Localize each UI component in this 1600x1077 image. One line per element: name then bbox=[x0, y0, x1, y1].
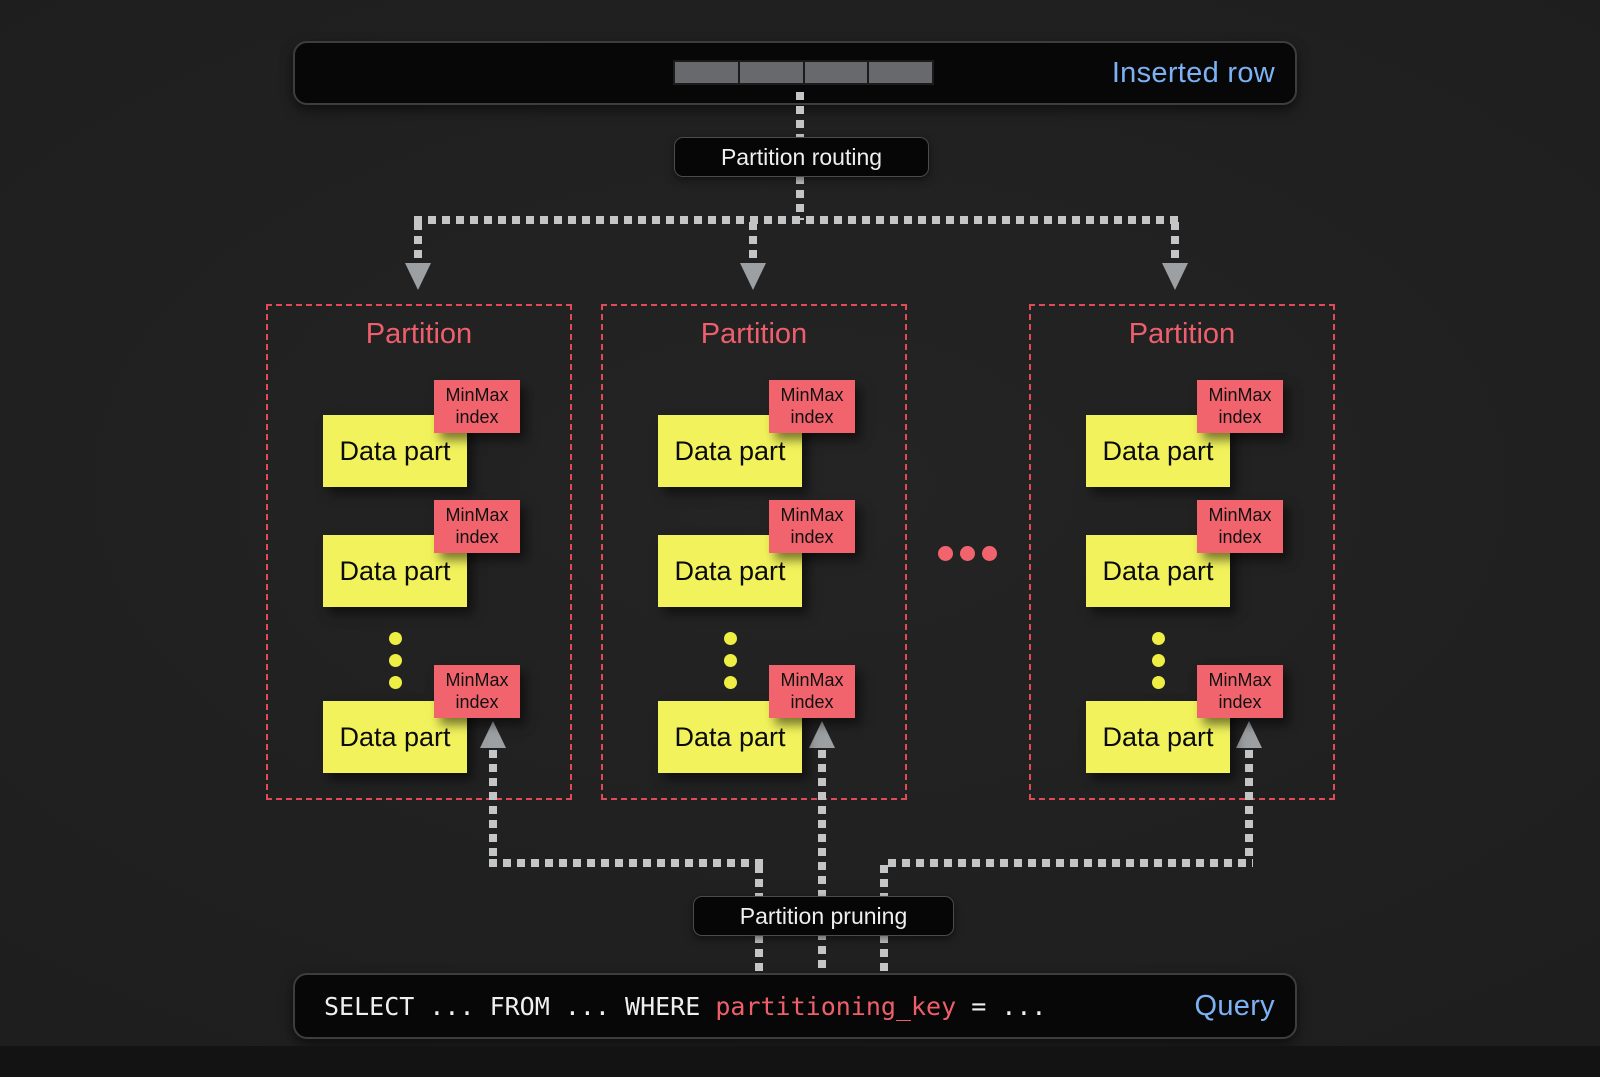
query-label: Query bbox=[1194, 989, 1275, 1022]
minmax-index-tag: MinMax index bbox=[1197, 665, 1283, 718]
partitions-ellipsis-dot bbox=[982, 546, 997, 561]
arrow-down-icon bbox=[740, 263, 766, 290]
ellipsis-dot bbox=[389, 654, 402, 667]
ellipsis-dot bbox=[389, 676, 402, 689]
partition-title: Partition bbox=[365, 318, 473, 350]
partition-box-3: Partition MinMax index Data part MinMax … bbox=[1029, 304, 1335, 800]
minmax-index-tag: MinMax index bbox=[769, 500, 855, 553]
pruning-line-right-horizontal bbox=[888, 859, 1253, 867]
partition-box-1: Partition MinMax index Data part MinMax … bbox=[266, 304, 572, 800]
branch-line bbox=[414, 216, 1180, 224]
row-cell bbox=[737, 60, 805, 85]
arrow-down-icon bbox=[405, 263, 431, 290]
ellipsis-dot bbox=[1152, 632, 1165, 645]
branch-stub-left bbox=[414, 222, 422, 264]
branch-stub-right bbox=[1171, 222, 1179, 264]
partition-routing-label: Partition routing bbox=[674, 137, 929, 177]
partitions-ellipsis-dot bbox=[960, 546, 975, 561]
arrow-up-icon bbox=[809, 721, 835, 748]
ellipsis-dot bbox=[724, 654, 737, 667]
row-cell bbox=[802, 60, 870, 85]
minmax-index-tag: MinMax index bbox=[434, 500, 520, 553]
branch-stub-center bbox=[749, 222, 757, 264]
ellipsis-dot bbox=[389, 632, 402, 645]
inserted-row-cells bbox=[673, 60, 934, 85]
pruning-line-right-up bbox=[1245, 750, 1253, 862]
arrow-up-icon bbox=[1236, 721, 1262, 748]
sql-query-text: SELECT ... FROM ... WHERE partitioning_k… bbox=[324, 992, 1046, 1021]
minmax-index-tag: MinMax index bbox=[1197, 380, 1283, 433]
row-cell bbox=[673, 60, 740, 85]
pruning-line-center bbox=[818, 750, 826, 973]
ellipsis-dot bbox=[1152, 654, 1165, 667]
minmax-index-tag: MinMax index bbox=[1197, 500, 1283, 553]
query-box: SELECT ... FROM ... WHERE partitioning_k… bbox=[293, 973, 1297, 1039]
minmax-index-tag: MinMax index bbox=[434, 665, 520, 718]
arrow-up-icon bbox=[480, 721, 506, 748]
partition-title: Partition bbox=[700, 318, 808, 350]
pruning-line-left-up bbox=[489, 750, 497, 862]
minmax-index-tag: MinMax index bbox=[434, 380, 520, 433]
ellipsis-dot bbox=[724, 676, 737, 689]
partition-box-2: Partition MinMax index Data part MinMax … bbox=[601, 304, 907, 800]
inserted-row-label: Inserted row bbox=[1111, 56, 1275, 89]
partition-pruning-label: Partition pruning bbox=[693, 896, 954, 936]
minmax-index-tag: MinMax index bbox=[769, 665, 855, 718]
sql-suffix: = ... bbox=[956, 991, 1047, 1021]
sql-partitioning-key: partitioning_key bbox=[715, 991, 957, 1021]
bottom-strip bbox=[0, 1046, 1600, 1077]
pruning-line-left-horizontal bbox=[489, 859, 767, 867]
partition-title: Partition bbox=[1128, 318, 1236, 350]
data-part-box: Data part bbox=[323, 701, 467, 773]
row-cell bbox=[867, 60, 934, 85]
inserted-row-box: Inserted row bbox=[293, 41, 1297, 105]
ellipsis-dot bbox=[1152, 676, 1165, 689]
arrow-down-icon bbox=[1162, 263, 1188, 290]
sql-prefix: SELECT ... FROM ... WHERE bbox=[324, 991, 716, 1021]
ellipsis-dot bbox=[724, 632, 737, 645]
minmax-index-tag: MinMax index bbox=[769, 380, 855, 433]
data-part-box: Data part bbox=[1086, 415, 1230, 487]
partition-pruning-text: Partition pruning bbox=[739, 902, 908, 929]
partitions-ellipsis-dot bbox=[938, 546, 953, 561]
partition-routing-text: Partition routing bbox=[720, 143, 883, 170]
